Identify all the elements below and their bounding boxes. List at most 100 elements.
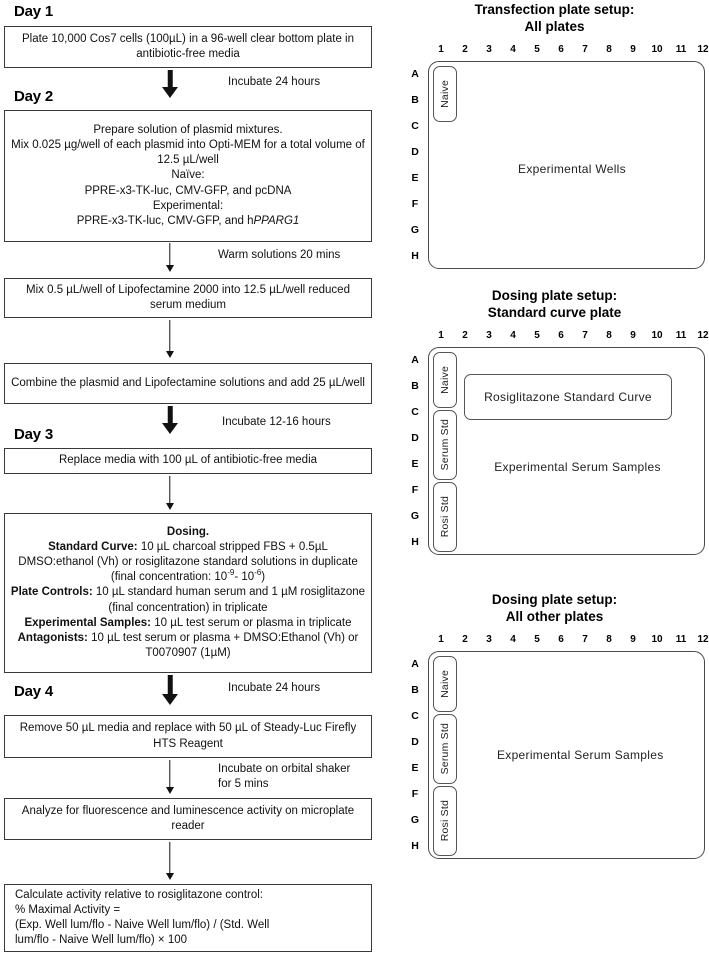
col-label-7: 7	[582, 330, 588, 341]
row-label-B: B	[411, 684, 419, 696]
step-replace-media-text: Replace media with 100 µL of antibiotic-…	[58, 454, 318, 467]
col-label-3: 3	[486, 44, 492, 55]
note-incubate-24h-day3: Incubate 24 hours	[228, 682, 321, 694]
row-label-H: H	[411, 250, 419, 262]
step-combine-solutions: Combine the plasmid and Lipofectamine so…	[4, 363, 372, 404]
arrow-lipo-to-combine	[158, 320, 182, 360]
col-label-4: 4	[510, 634, 516, 645]
step-remove-media: Remove 50 µL media and replace with 50 µ…	[4, 715, 372, 758]
col-label-2: 2	[462, 44, 468, 55]
col-label-11: 11	[675, 634, 687, 645]
col-label-10: 10	[651, 330, 663, 341]
col-label-9: 9	[630, 634, 636, 645]
label-experimental-serum-samples: Experimental Serum Samples	[496, 748, 664, 762]
col-label-8: 8	[606, 330, 612, 341]
col-label-4: 4	[510, 330, 516, 341]
col-label-12: 12	[697, 330, 709, 341]
col-label-5: 5	[534, 634, 540, 645]
row-label-D: D	[411, 736, 419, 748]
arrow-warm-solutions	[158, 243, 182, 274]
label-experimental-serum-samples: Experimental Serum Samples	[494, 460, 661, 475]
day-label-4: Day 4	[14, 683, 54, 700]
arrow-analyze-to-calculate	[158, 842, 182, 882]
region-rosiglitazone-standard-curve: Rosiglitazone Standard Curve	[464, 374, 672, 420]
col-label-8: 8	[606, 634, 612, 645]
plate-all-other: Dosing plate setup: All other plates 1 2…	[400, 590, 709, 870]
plasmid-line-2: Mix 0.025 µg/well of each plasmid into O…	[11, 139, 365, 167]
col-label-10: 10	[651, 44, 663, 55]
row-label-G: G	[410, 224, 420, 236]
step-dosing: Dosing. Standard Curve: 10 µL charcoal s…	[4, 513, 372, 673]
dosing-standard-curve: Standard Curve: 10 µL charcoal stripped …	[18, 540, 358, 584]
col-label-2: 2	[462, 330, 468, 341]
label-experimental-wells: Experimental Wells	[518, 162, 626, 177]
col-label-9: 9	[630, 44, 636, 55]
plate-transfection-title: Transfection plate setup: All plates	[474, 2, 635, 34]
col-label-9: 9	[630, 330, 636, 341]
step-plate-cells: Plate 10,000 Cos7 cells (100µL) in a 96-…	[4, 26, 372, 68]
dosing-experimental-samples: Experimental Samples: 10 µL test serum o…	[24, 616, 352, 629]
row-label-A: A	[411, 68, 419, 80]
arrow-day2-to-day3	[155, 406, 185, 434]
row-label-C: C	[411, 120, 419, 132]
calc-line-2: % Maximal Activity =	[15, 903, 121, 916]
row-label-G: G	[410, 814, 420, 826]
plate-transfection: Transfection plate setup: All plates 1 2…	[400, 0, 709, 280]
step-replace-media: Replace media with 100 µL of antibiotic-…	[4, 448, 372, 474]
step-lipofectamine-text: Mix 0.5 µL/well of Lipofectamine 2000 in…	[26, 283, 350, 311]
step-calculate-activity: Calculate activity relative to rosiglita…	[4, 884, 372, 952]
protocol-flowchart: Day 1 Plate 10,000 Cos7 cells (100µL) in…	[4, 3, 372, 952]
plasmid-line-1: Prepare solution of plasmid mixtures.	[93, 123, 283, 136]
arrow-remove-to-analyze	[158, 760, 182, 796]
col-label-5: 5	[534, 44, 540, 55]
col-label-3: 3	[486, 634, 492, 645]
arrow-replace-to-dosing	[158, 476, 182, 512]
row-label-F: F	[411, 484, 419, 496]
region-naive: Naive	[433, 66, 457, 122]
note-incubate-24h-day1: Incubate 24 hours	[228, 76, 321, 88]
plasmid-line-5: Experimental:	[152, 199, 224, 212]
calc-line-3: (Exp. Well lum/flo - Naive Well lum/flo)…	[15, 919, 270, 931]
col-label-6: 6	[558, 634, 564, 645]
plasmid-line-3: Naïve:	[171, 169, 205, 182]
day-label-2: Day 2	[14, 88, 54, 105]
plasmid-line-4: PPRE-x3-TK-luc, CMV-GFP, and pcDNA	[84, 184, 292, 197]
step-analyze: Analyze for fluorescence and luminescenc…	[4, 798, 372, 840]
row-label-F: F	[411, 198, 419, 210]
row-label-E: E	[411, 762, 419, 774]
step-lipofectamine: Mix 0.5 µL/well of Lipofectamine 2000 in…	[4, 278, 372, 318]
row-label-A: A	[411, 354, 419, 366]
row-label-F: F	[411, 788, 419, 800]
step-plate-cells-text: Plate 10,000 Cos7 cells (100µL) in a 96-…	[21, 32, 354, 60]
col-label-10: 10	[651, 634, 663, 645]
step-combine-text: Combine the plasmid and Lipofectamine so…	[11, 376, 365, 389]
region-serum-std: Serum Std	[433, 714, 457, 784]
col-label-8: 8	[606, 44, 612, 55]
col-label-12: 12	[697, 634, 709, 645]
dosing-title: Dosing.	[166, 525, 210, 538]
col-label-6: 6	[558, 44, 564, 55]
plate-all-other-title: Dosing plate setup: All other plates	[491, 592, 618, 624]
region-naive: Naive	[433, 352, 457, 408]
col-label-11: 11	[675, 44, 687, 55]
plate-standard-curve: Dosing plate setup: Standard curve plate…	[400, 286, 709, 571]
col-label-2: 2	[462, 634, 468, 645]
row-label-G: G	[410, 510, 420, 522]
plate-all-other-body: Naive Serum Std Rosi Std Experimental Se…	[428, 651, 705, 859]
dosing-antagonists: Antagonists: 10 µL test serum or plasma …	[17, 631, 359, 660]
col-label-1: 1	[438, 44, 444, 55]
calc-line-4: lum/flo - Naive Well lum/flo) × 100	[15, 934, 188, 947]
row-label-C: C	[411, 406, 419, 418]
col-label-4: 4	[510, 44, 516, 55]
gene-name-ppargi: PPARG1	[253, 214, 300, 227]
col-label-1: 1	[438, 634, 444, 645]
region-naive: Naive	[433, 656, 457, 712]
plate-standard-curve-title: Dosing plate setup: Standard curve plate	[487, 288, 622, 320]
col-label-11: 11	[675, 330, 687, 341]
row-label-E: E	[411, 172, 419, 184]
row-label-B: B	[411, 94, 419, 106]
row-label-A: A	[411, 658, 419, 670]
row-label-C: C	[411, 710, 419, 722]
col-label-7: 7	[582, 44, 588, 55]
arrow-day3-to-day4	[155, 675, 185, 705]
